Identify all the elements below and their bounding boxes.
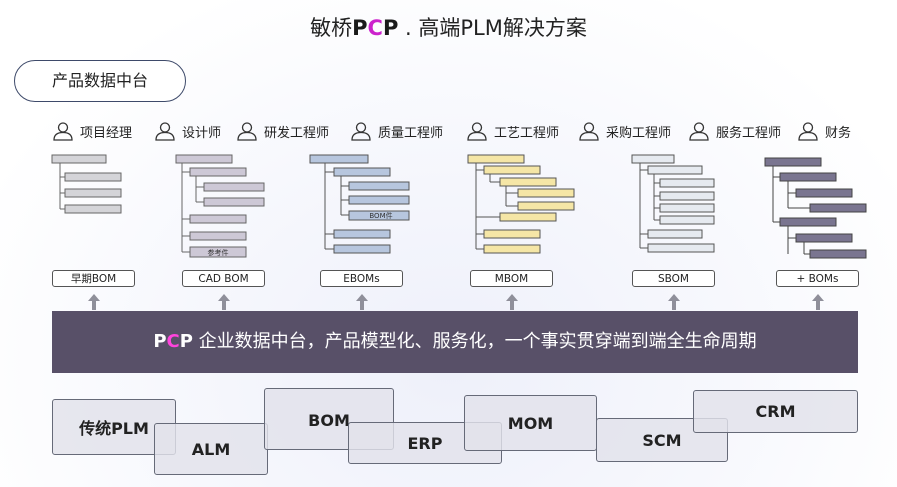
user-icon [579, 122, 599, 141]
role-label: 服务工程师 [716, 125, 782, 141]
arrow-up-icon [88, 294, 100, 310]
role-label: 设计师 [182, 125, 222, 141]
role-purchase-engineer: 采购工程师 [578, 121, 671, 141]
user-icon [689, 122, 709, 141]
arrow-up-icon [356, 294, 368, 310]
bom-label-early: 早期BOM [52, 270, 135, 287]
arrow-up-icon [506, 294, 518, 310]
central-platform-banner: PCP 企业数据中台，产品模型化、服务化，一个事实贯穿端到端全生命周期 [52, 311, 858, 373]
role-label: 项目经理 [80, 125, 133, 141]
reference-part-note: 参考件 [208, 248, 229, 257]
early-bom-tree [51, 154, 122, 214]
role-finance: 财务 [797, 121, 851, 141]
bom-label-cad: CAD BOM [182, 270, 265, 287]
role-designer: 设计师 [154, 121, 221, 141]
system-crm: CRM [693, 390, 858, 433]
role-label: 工艺工程师 [494, 125, 560, 141]
bom-label-more: + BOMs [776, 270, 859, 287]
arrow-up-icon [668, 294, 680, 310]
role-service-engineer: 服务工程师 [688, 121, 781, 141]
bom-label-mbom: MBOM [470, 270, 553, 287]
user-icon [155, 122, 175, 141]
bom-tree-illustrations: 参考件 BOM件 [51, 154, 867, 259]
bom-part-note: BOM件 [369, 211, 392, 220]
ebom-tree: BOM件 [309, 154, 410, 254]
role-project-manager: 项目经理 [52, 121, 132, 141]
user-icon [467, 122, 487, 141]
system-mom: MOM [464, 395, 597, 451]
role-process-engineer: 工艺工程师 [466, 121, 559, 141]
role-quality-engineer: 质量工程师 [350, 121, 443, 141]
bom-label-ebom: EBOMs [320, 270, 403, 287]
cad-bom-tree: 参考件 [175, 154, 265, 258]
role-label: 质量工程师 [378, 125, 444, 141]
mbom-tree [467, 154, 575, 254]
other-boms-tree [764, 157, 867, 259]
role-label: 采购工程师 [606, 125, 672, 141]
arrow-up-icon [812, 294, 824, 310]
role-label: 财务 [825, 125, 852, 141]
arrow-up-icon [218, 294, 230, 310]
system-alm: ALM [154, 423, 268, 475]
user-icon [237, 122, 257, 141]
bom-label-sbom: SBOM [632, 270, 715, 287]
user-icon [798, 122, 818, 141]
user-icon [351, 122, 371, 141]
page-title: 敏桥PCP . 高端PLM解决方案 [310, 16, 587, 40]
sbom-tree [631, 154, 715, 253]
user-icon [53, 122, 73, 141]
role-rd-engineer: 研发工程师 [236, 121, 329, 141]
role-label: 研发工程师 [264, 125, 330, 141]
platform-pill: 产品数据中台 [14, 60, 186, 102]
